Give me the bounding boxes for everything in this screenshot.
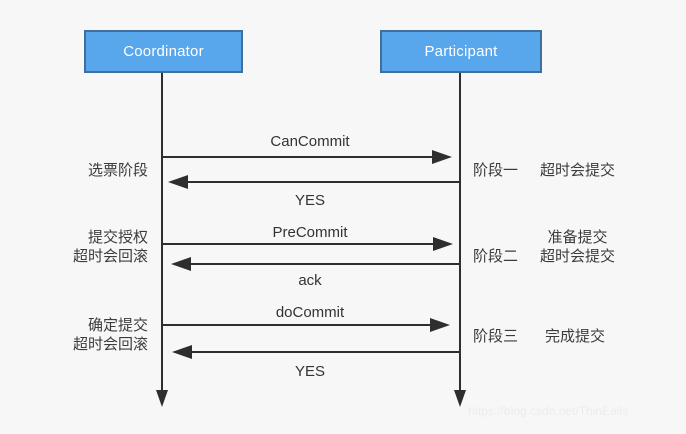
left-phase-2-line1: 提交授权 — [87, 229, 148, 246]
arrow-right-icon — [430, 318, 450, 332]
left-phase-1-line1: 选票阶段 — [87, 162, 148, 179]
arrow-right-icon — [433, 237, 453, 251]
right-phase-3-note: 完成提交 — [545, 328, 606, 345]
right-phase-2-title: 阶段二 — [473, 248, 519, 265]
actor-participant-label: Participant — [424, 43, 498, 60]
right-phase-2-note1: 准备提交 — [547, 229, 608, 246]
right-phase-1-title: 阶段一 — [473, 162, 519, 179]
right-phase-3: 阶段三 完成提交 — [473, 327, 605, 346]
message-arrow-docommit — [163, 324, 431, 326]
message-label-yes1: YES — [294, 192, 325, 209]
arrow-right-icon — [432, 150, 452, 164]
left-phase-2-note: 提交授权 超时会回滚 — [73, 228, 148, 266]
actor-coordinator-label: Coordinator — [123, 43, 204, 60]
right-phase-1: 阶段一 超时会提交 — [473, 161, 615, 180]
message-label-ack: ack — [298, 272, 322, 289]
message-arrow-ack — [190, 263, 460, 265]
participant-lifeline-arrow-icon — [454, 390, 466, 407]
left-phase-3-note: 确定提交 超时会回滚 — [73, 316, 148, 354]
right-phase-2: 阶段二 准备提交 超时会提交 — [473, 228, 615, 266]
right-phase-2-notes: 准备提交 超时会提交 — [540, 228, 615, 266]
actor-box-participant: Participant — [380, 30, 542, 73]
message-arrow-yes1 — [187, 181, 460, 183]
participant-lifeline — [459, 73, 461, 392]
right-phase-1-note: 超时会提交 — [540, 162, 616, 179]
watermark-text: https://blog.csdn.net/ThinEails — [468, 404, 629, 418]
right-phase-2-note2: 超时会提交 — [540, 248, 616, 265]
coordinator-lifeline-arrow-icon — [156, 390, 168, 407]
message-label-precommit: PreCommit — [272, 224, 348, 241]
message-label-yes2: YES — [294, 363, 325, 380]
message-arrow-cancommit — [163, 156, 433, 158]
coordinator-lifeline — [161, 73, 163, 392]
actor-box-coordinator: Coordinator — [84, 30, 243, 73]
left-phase-2-line2: 超时会回滚 — [72, 248, 148, 265]
message-arrow-precommit — [163, 243, 434, 245]
left-phase-1-note: 选票阶段 — [88, 161, 148, 180]
arrow-left-icon — [172, 345, 192, 359]
arrow-left-icon — [171, 257, 191, 271]
arrow-left-icon — [168, 175, 188, 189]
right-phase-3-title: 阶段三 — [473, 328, 519, 345]
left-phase-3-line1: 确定提交 — [87, 317, 148, 334]
message-label-cancommit: CanCommit — [270, 133, 350, 150]
message-arrow-yes2 — [191, 351, 460, 353]
left-phase-3-line2: 超时会回滚 — [72, 336, 148, 353]
message-label-docommit: doCommit — [275, 304, 345, 321]
